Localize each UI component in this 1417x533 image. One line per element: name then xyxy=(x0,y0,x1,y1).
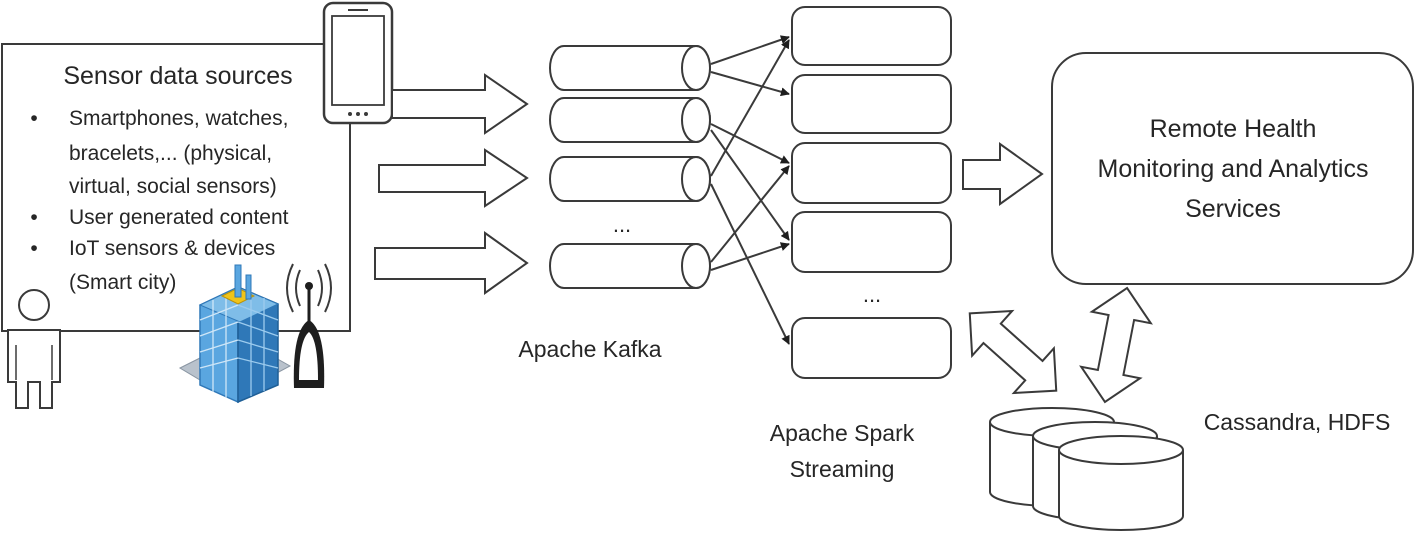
services-box: Remote Health Monitoring and Analytics S… xyxy=(1051,52,1414,285)
connector-arrow xyxy=(710,129,790,241)
sources-title: Sensor data sources xyxy=(63,62,292,90)
kafka-topics: ... xyxy=(549,45,711,289)
spark-label-line2: Streaming xyxy=(790,456,895,482)
connector-arrow xyxy=(710,71,790,97)
flow-arrow-sources-kafka-2 xyxy=(378,148,529,208)
bullet-dot: • xyxy=(30,107,37,130)
bullet-user-content: User generated content xyxy=(69,206,289,229)
flow-arrow-sources-kafka-3 xyxy=(374,231,529,295)
person-icon xyxy=(7,289,61,409)
bidirectional-arrow-services-storage xyxy=(1079,286,1153,404)
spark-job-box xyxy=(791,74,952,134)
kafka-label: Apache Kafka xyxy=(518,336,661,362)
services-rect xyxy=(1051,52,1414,285)
bullet-dot: • xyxy=(30,206,37,229)
kafka-topic xyxy=(549,156,711,202)
flow-arrow-spark-services xyxy=(962,142,1044,206)
kafka-ellipsis: ... xyxy=(613,212,631,237)
flow-arrow-sources-kafka-1 xyxy=(391,73,529,135)
services-line3: Services xyxy=(1185,195,1281,223)
connector-arrow xyxy=(710,39,790,177)
connector-arrow xyxy=(710,242,790,271)
smartphone-icon xyxy=(322,1,394,125)
spark-job-box xyxy=(791,211,952,273)
spark-job-box xyxy=(791,317,952,379)
connector-arrow xyxy=(710,165,790,263)
connector-arrow xyxy=(710,35,790,65)
kafka-spark-connections xyxy=(710,35,790,345)
bullet-dot: • xyxy=(30,237,37,260)
storage-label: Cassandra, HDFS xyxy=(1204,409,1391,435)
kafka-topic xyxy=(549,243,711,289)
spark-streaming-jobs: ... xyxy=(791,6,952,379)
connector-arrow xyxy=(710,183,790,345)
bidirectional-arrow-spark-storage xyxy=(968,309,1058,395)
kafka-topic xyxy=(549,45,711,91)
sensor-sources-panel: Sensor data sources • Smartphones, watch… xyxy=(1,43,351,332)
bullet-iot-cont: (Smart city) xyxy=(69,271,176,294)
bullet-smartphones: Smartphones, watches, xyxy=(69,107,288,130)
database-cylinder xyxy=(1058,435,1184,531)
database-icon xyxy=(989,407,1184,531)
connector-arrow xyxy=(710,123,790,164)
smart-building-icon xyxy=(178,264,292,404)
services-line2: Monitoring and Analytics xyxy=(1098,155,1369,183)
services-line1: Remote Health xyxy=(1150,115,1317,143)
kafka-topic xyxy=(549,97,711,143)
bullet-smartphones-cont-2: virtual, social sensors) xyxy=(69,175,277,198)
bullet-iot: IoT sensors & devices xyxy=(69,237,275,260)
spark-job-box xyxy=(791,142,952,204)
antenna-icon xyxy=(286,263,332,388)
spark-label-line1: Apache Spark xyxy=(770,420,915,446)
spark-job-box xyxy=(791,6,952,66)
spark-ellipsis: ... xyxy=(863,282,881,307)
bullet-smartphones-cont-1: bracelets,... (physical, xyxy=(69,142,272,165)
sources-box xyxy=(1,43,351,332)
